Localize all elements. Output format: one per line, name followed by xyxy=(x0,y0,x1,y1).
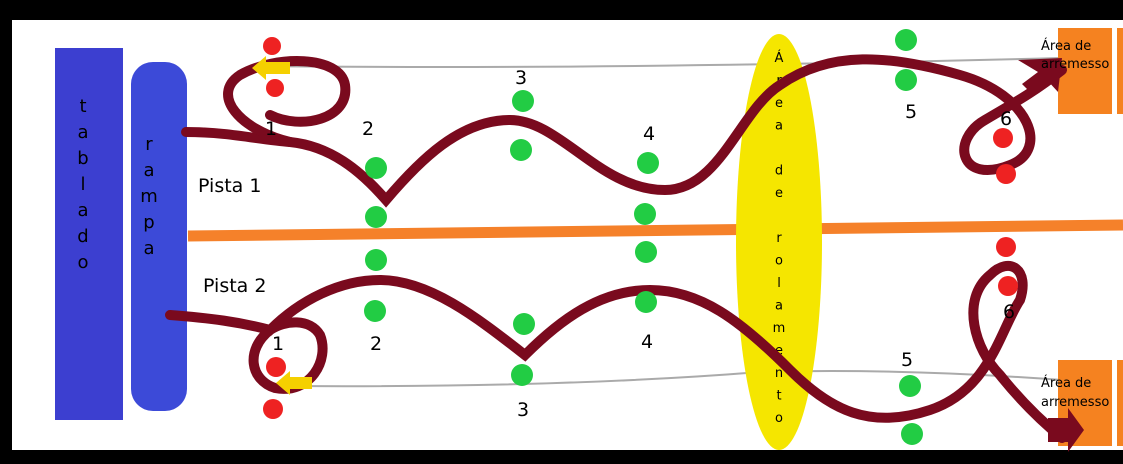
pista2-path xyxy=(165,260,1067,443)
guide-line-top xyxy=(261,57,1061,68)
station-top-2: 2 xyxy=(362,118,374,140)
arremesso-top-line1: Área de xyxy=(1041,38,1091,54)
area_rolamento-letter: m xyxy=(773,321,786,336)
area_rolamento-letter: a xyxy=(775,119,783,134)
guide-line-bottom xyxy=(284,370,1063,388)
tablado-letter: b xyxy=(77,148,88,169)
green-cone xyxy=(635,241,657,263)
arremesso-bottom-line1: Área de xyxy=(1041,375,1091,391)
arremesso-area-top xyxy=(1058,28,1112,114)
green-cone xyxy=(634,203,656,225)
pista1-loop xyxy=(223,56,351,147)
red-cone xyxy=(263,37,281,55)
green-cone xyxy=(364,300,386,322)
green-cone xyxy=(899,375,921,397)
green-cone xyxy=(511,364,533,386)
tablado-letter: o xyxy=(77,252,88,273)
cones xyxy=(263,29,1018,445)
arrow-end-top xyxy=(1018,58,1062,92)
red-cone xyxy=(996,237,1016,257)
area_rolamento-letter: t xyxy=(776,389,781,404)
green-cone xyxy=(365,249,387,271)
tablado-letter: a xyxy=(77,200,88,221)
rampa-letter: r xyxy=(145,134,153,155)
area_rolamento-letter: Á xyxy=(775,50,784,66)
station-labels-top: 1 2 3 4 5 6 xyxy=(265,67,1012,145)
green-cone xyxy=(895,69,917,91)
station-bottom-1: 1 xyxy=(272,333,284,355)
tablado-letter: t xyxy=(79,96,86,117)
green-cone xyxy=(637,152,659,174)
station-top-1: 1 xyxy=(265,118,277,140)
pista1-path xyxy=(181,54,1067,208)
green-cone xyxy=(365,206,387,228)
station-bottom-3: 3 xyxy=(517,399,529,421)
area_rolamento-letter: e xyxy=(775,344,783,359)
area_rolamento-letter: a xyxy=(775,299,783,314)
arremesso-top-line2: arremesso xyxy=(1041,57,1109,72)
area_rolamento-letter: o xyxy=(775,411,783,426)
area_rolamento-letter: o xyxy=(775,254,783,269)
pista1-label: Pista 1 xyxy=(198,175,261,197)
tablado-block xyxy=(55,48,123,420)
station-top-3: 3 xyxy=(515,67,527,89)
tablado-letter: d xyxy=(77,226,88,247)
area_rolamento-letter: r xyxy=(776,231,782,246)
pista2-label: Pista 2 xyxy=(203,275,266,297)
arrow-end-bottom xyxy=(1048,408,1084,452)
station-bottom-5: 5 xyxy=(901,349,913,371)
rampa-letter: m xyxy=(140,186,158,207)
station-bottom-4: 4 xyxy=(641,331,653,353)
station-labels-bottom: 1 2 3 4 5 6 xyxy=(272,301,1015,421)
yellow-arrow-bottom xyxy=(276,371,312,395)
red-cone xyxy=(998,276,1018,296)
green-cone xyxy=(512,90,534,112)
red-cone xyxy=(993,128,1013,148)
arremesso-edge-bottom xyxy=(1117,360,1123,446)
station-bottom-2: 2 xyxy=(370,333,382,355)
station-top-4: 4 xyxy=(643,123,655,145)
rampa-letter: a xyxy=(143,238,154,259)
red-cone xyxy=(266,357,286,377)
red-cone xyxy=(266,79,284,97)
station-bottom-6: 6 xyxy=(1003,301,1015,323)
area_rolamento-letter: d xyxy=(775,164,783,179)
yellow-arrow-top xyxy=(252,56,290,80)
green-cone xyxy=(513,313,535,335)
tablado-letter: a xyxy=(77,122,88,143)
rampa-letter: p xyxy=(143,212,154,233)
green-cone xyxy=(510,139,532,161)
green-cone xyxy=(895,29,917,51)
station-top-6: 6 xyxy=(1000,108,1012,130)
green-cone xyxy=(635,291,657,313)
green-cone xyxy=(365,157,387,179)
tablado-letter: l xyxy=(80,174,85,195)
red-cone xyxy=(263,399,283,419)
area_rolamento-letter: e xyxy=(775,96,783,111)
area_rolamento-letter: n xyxy=(775,366,783,381)
station-top-5: 5 xyxy=(905,101,917,123)
rampa-letter: a xyxy=(143,160,154,181)
area_rolamento-letter: l xyxy=(777,276,781,291)
area_rolamento-letter: e xyxy=(775,186,783,201)
lane-divider xyxy=(187,219,1123,242)
rampa-block xyxy=(131,62,187,411)
green-cone xyxy=(901,423,923,445)
arremesso-edge-top xyxy=(1117,28,1123,114)
arremesso-bottom-line2: arremesso xyxy=(1041,395,1109,410)
red-cone xyxy=(996,164,1016,184)
